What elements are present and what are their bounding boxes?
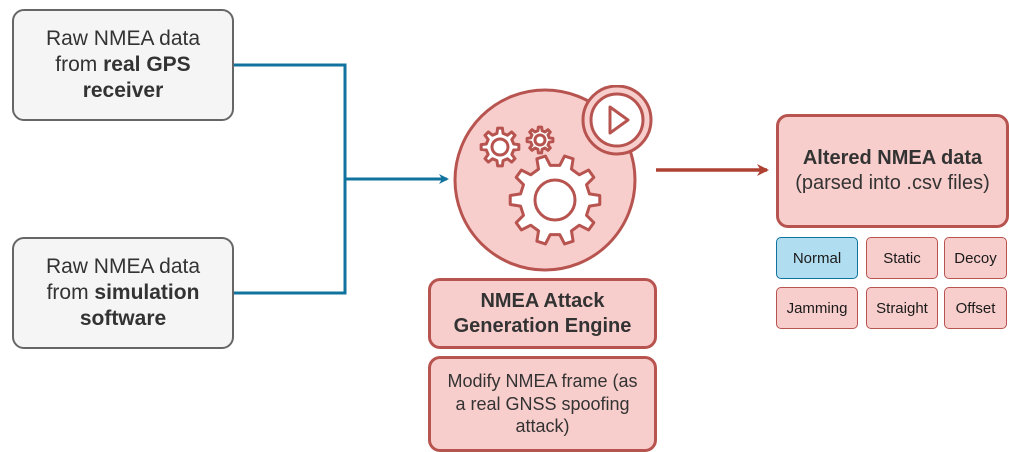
tag-straight: Straight	[866, 287, 938, 329]
output-title: Altered NMEA data	[802, 147, 983, 169]
connector-gps-to-engine	[233, 63, 347, 179]
tag-decoy: Decoy	[944, 237, 1007, 279]
input-simulation-bold: simulation	[94, 280, 200, 304]
engine-title-text: NMEA Attack Generation Engine	[454, 289, 632, 339]
gears-play-icon	[453, 85, 653, 272]
engine-title-line2: Generation Engine	[453, 314, 632, 337]
input-simulation-line1: Raw NMEA data	[45, 254, 201, 278]
connector-sim-to-engine	[233, 179, 347, 295]
tag-static: Static	[866, 237, 938, 279]
engine-desc-line2: a real GNSS spoofing	[455, 393, 630, 414]
input-simulation-box: Raw NMEA data from simulation software	[12, 237, 234, 349]
input-simulation-line3: software	[79, 307, 167, 331]
tag-normal: Normal	[776, 237, 858, 279]
engine-title-line1: NMEA Attack	[480, 289, 605, 312]
tag-jamming: Jamming	[776, 287, 858, 329]
engine-desc-line1: Modify NMEA frame (as	[447, 371, 638, 392]
engine-title-box: NMEA Attack Generation Engine	[428, 278, 657, 349]
tag-offset: Offset	[944, 287, 1007, 329]
input-real-gps-text: Raw NMEA data from real GPS receiver	[46, 26, 200, 105]
input-real-gps-prefix: from	[55, 52, 104, 76]
input-real-gps-line1: Raw NMEA data	[45, 26, 201, 50]
input-real-gps-line3: receiver	[82, 79, 164, 103]
input-simulation-prefix: from	[46, 280, 95, 304]
input-real-gps-box: Raw NMEA data from real GPS receiver	[12, 9, 234, 121]
engine-description-box: Modify NMEA frame (as a real GNSS spoofi…	[428, 356, 657, 452]
engine-desc-line3: attack)	[515, 416, 570, 437]
output-box: Altered NMEA data (parsed into .csv file…	[776, 114, 1009, 228]
output-subtitle: (parsed into .csv files)	[795, 172, 990, 194]
input-simulation-text: Raw NMEA data from simulation software	[46, 254, 200, 333]
input-real-gps-bold: real GPS	[103, 52, 191, 76]
engine-description-text: Modify NMEA frame (as a real GNSS spoofi…	[447, 370, 637, 438]
output-text: Altered NMEA data (parsed into .csv file…	[795, 146, 990, 196]
